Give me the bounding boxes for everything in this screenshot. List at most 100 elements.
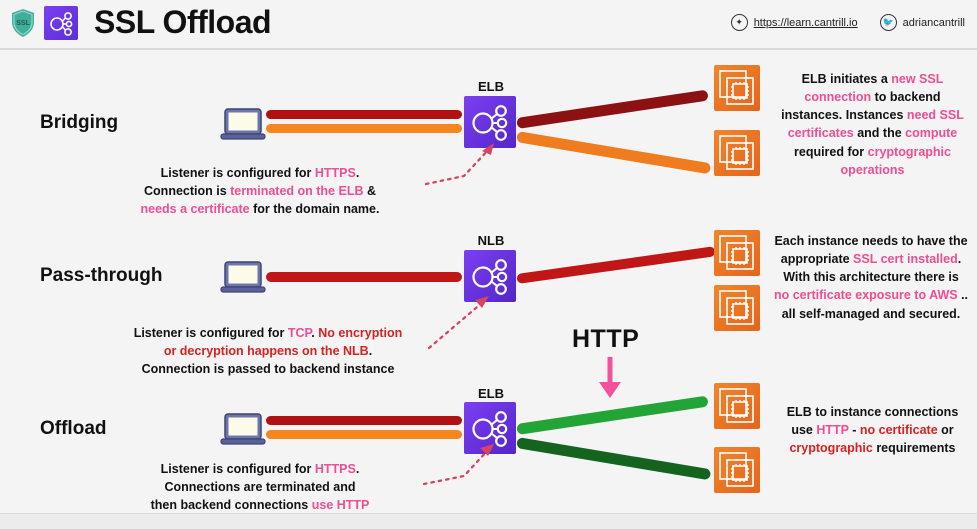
ec2-instance-1-offload[interactable] bbox=[714, 383, 760, 429]
laptop-icon-passthrough bbox=[220, 260, 266, 294]
note-segment: . bbox=[311, 326, 319, 340]
note-segment: . bbox=[355, 166, 360, 180]
pipe-client-nlb-tcp bbox=[266, 272, 462, 282]
note-segment: then backend connections bbox=[150, 498, 312, 513]
laptop-icon-offload bbox=[220, 412, 266, 446]
note-segment: .. bbox=[957, 288, 969, 303]
pipe-elb-instance-top-offload bbox=[516, 395, 709, 435]
ec2-instance-2-offload[interactable] bbox=[714, 447, 760, 493]
pipe-client-elb-https-bridging bbox=[266, 110, 462, 119]
ec2-instance-2-bridging[interactable] bbox=[714, 130, 760, 176]
note-segment: HTTPS bbox=[314, 166, 356, 180]
note-segment: need SSL bbox=[906, 108, 964, 123]
pipe-nlb-instance-tcp bbox=[516, 246, 716, 284]
callout-arrow-passthrough bbox=[427, 296, 489, 350]
laptop-icon-bridging bbox=[220, 107, 266, 141]
note-segment: No encryption bbox=[318, 326, 403, 340]
twitter-handle-group[interactable]: 🐦 adriancantrill bbox=[879, 14, 965, 31]
note-segment: Listener is configured for bbox=[160, 166, 315, 180]
lb-label-offload: ELB bbox=[478, 386, 504, 401]
ec2-instance-2-passthrough[interactable] bbox=[714, 285, 760, 331]
note-segment: Listener is configured for bbox=[133, 326, 288, 340]
note-segment: use bbox=[791, 423, 817, 438]
note-line: Listener is configured for HTTPS. bbox=[95, 460, 425, 478]
left-note-passthrough: Listener is configured for TCP. No encry… bbox=[88, 324, 448, 378]
note-segment: or bbox=[937, 423, 954, 438]
pipe-client-elb-https-offload bbox=[266, 416, 462, 425]
note-segment: needs a certificate bbox=[140, 202, 250, 217]
note-segment: HTTP bbox=[816, 423, 849, 438]
note-segment: SSL cert installed bbox=[853, 252, 958, 267]
note-segment: instances. Instances bbox=[781, 108, 907, 123]
note-line: Connection is terminated on the ELB & bbox=[95, 182, 425, 200]
note-segment: and the bbox=[853, 126, 906, 141]
elb-node-bridging[interactable] bbox=[464, 96, 516, 148]
note-segment: Each instance needs to have the bbox=[774, 234, 968, 248]
pipe-client-elb-orange-bridging bbox=[266, 124, 462, 133]
website-url[interactable]: https://learn.cantrill.io bbox=[753, 16, 858, 29]
note-line: or decryption happens on the NLB. bbox=[88, 342, 448, 360]
pipe-elb-instance-bottom-offload bbox=[516, 437, 712, 481]
header-left-group: SSL SSL Offload bbox=[10, 4, 272, 41]
note-line: then backend connections use HTTP bbox=[95, 496, 425, 514]
note-segment: required for bbox=[794, 144, 868, 159]
note-segment: With this architecture there is bbox=[783, 270, 959, 285]
down-arrow-icon bbox=[599, 357, 621, 398]
note-segment: Listener is configured for bbox=[160, 462, 315, 476]
note-line: certificates and the compute bbox=[770, 124, 975, 142]
nlb-node-passthrough[interactable] bbox=[464, 250, 516, 302]
row-label-pass-through: Pass-through bbox=[40, 265, 163, 286]
note-line: With this architecture there is bbox=[765, 268, 977, 286]
note-segment: . bbox=[957, 252, 962, 267]
note-line: required for cryptographic bbox=[770, 143, 975, 161]
left-note-offload: Listener is configured for HTTPS.Connect… bbox=[95, 460, 425, 514]
lb-label-passthrough: NLB bbox=[477, 233, 505, 248]
note-segment: new SSL bbox=[891, 72, 944, 86]
note-segment: for the domain name. bbox=[249, 202, 380, 217]
note-segment: to backend bbox=[871, 90, 941, 105]
note-segment: appropriate bbox=[780, 252, 854, 267]
website-link-group[interactable]: ✦ https://learn.cantrill.io bbox=[730, 14, 858, 31]
note-segment: connection bbox=[804, 90, 872, 105]
note-segment: Connection is bbox=[144, 184, 231, 199]
note-segment: no certificate bbox=[859, 423, 938, 438]
note-segment: TCP bbox=[287, 326, 312, 340]
header-bar: SSL SSL Offload ✦ https://learn.cantrill… bbox=[0, 0, 977, 50]
pipe-elb-instance-top-bridging bbox=[516, 89, 709, 129]
left-note-bridging: Listener is configured for HTTPS.Connect… bbox=[95, 164, 425, 218]
note-segment: compute bbox=[905, 126, 958, 141]
note-line: all self-managed and secured. bbox=[765, 305, 977, 323]
note-segment: operations bbox=[840, 162, 905, 177]
note-line: Connections are terminated and bbox=[95, 478, 425, 496]
note-segment: all self-managed and secured. bbox=[781, 306, 961, 321]
http-annotation-label: HTTP bbox=[572, 325, 640, 353]
note-segment: ELB initiates a bbox=[801, 72, 892, 86]
ssl-shield-icon: SSL bbox=[10, 8, 36, 38]
note-segment: requirements bbox=[872, 441, 956, 456]
note-segment: . bbox=[368, 344, 373, 359]
callout-arrow-bridging bbox=[424, 143, 494, 186]
note-line: needs a certificate for the domain name. bbox=[95, 200, 425, 218]
pipe-client-elb-orange-offload bbox=[266, 430, 462, 439]
ec2-instance-1-passthrough[interactable] bbox=[714, 230, 760, 276]
ec2-instance-1-bridging[interactable] bbox=[714, 65, 760, 111]
note-segment: . bbox=[355, 462, 360, 476]
note-segment: Connection is passed to backend instance bbox=[141, 362, 395, 377]
twitter-icon: 🐦 bbox=[879, 14, 897, 31]
note-line: ELB initiates a new SSL bbox=[770, 70, 975, 88]
row-label-bridging: Bridging bbox=[40, 112, 119, 133]
note-line: connection to backend bbox=[770, 88, 975, 106]
note-line: operations bbox=[770, 161, 975, 179]
note-line: ELB to instance connections bbox=[768, 403, 977, 421]
note-line: Each instance needs to have the bbox=[765, 232, 977, 250]
elb-logo-icon bbox=[44, 5, 78, 40]
compass-icon: ✦ bbox=[730, 14, 748, 31]
page-title: SSL Offload bbox=[94, 4, 272, 40]
note-segment: ELB to instance connections bbox=[786, 405, 959, 419]
twitter-handle: adriancantrill bbox=[902, 16, 965, 29]
note-segment: use HTTP bbox=[311, 498, 370, 513]
header-right-group: ✦ https://learn.cantrill.io 🐦 adriancant… bbox=[730, 14, 965, 31]
note-line: Listener is configured for HTTPS. bbox=[95, 164, 425, 182]
